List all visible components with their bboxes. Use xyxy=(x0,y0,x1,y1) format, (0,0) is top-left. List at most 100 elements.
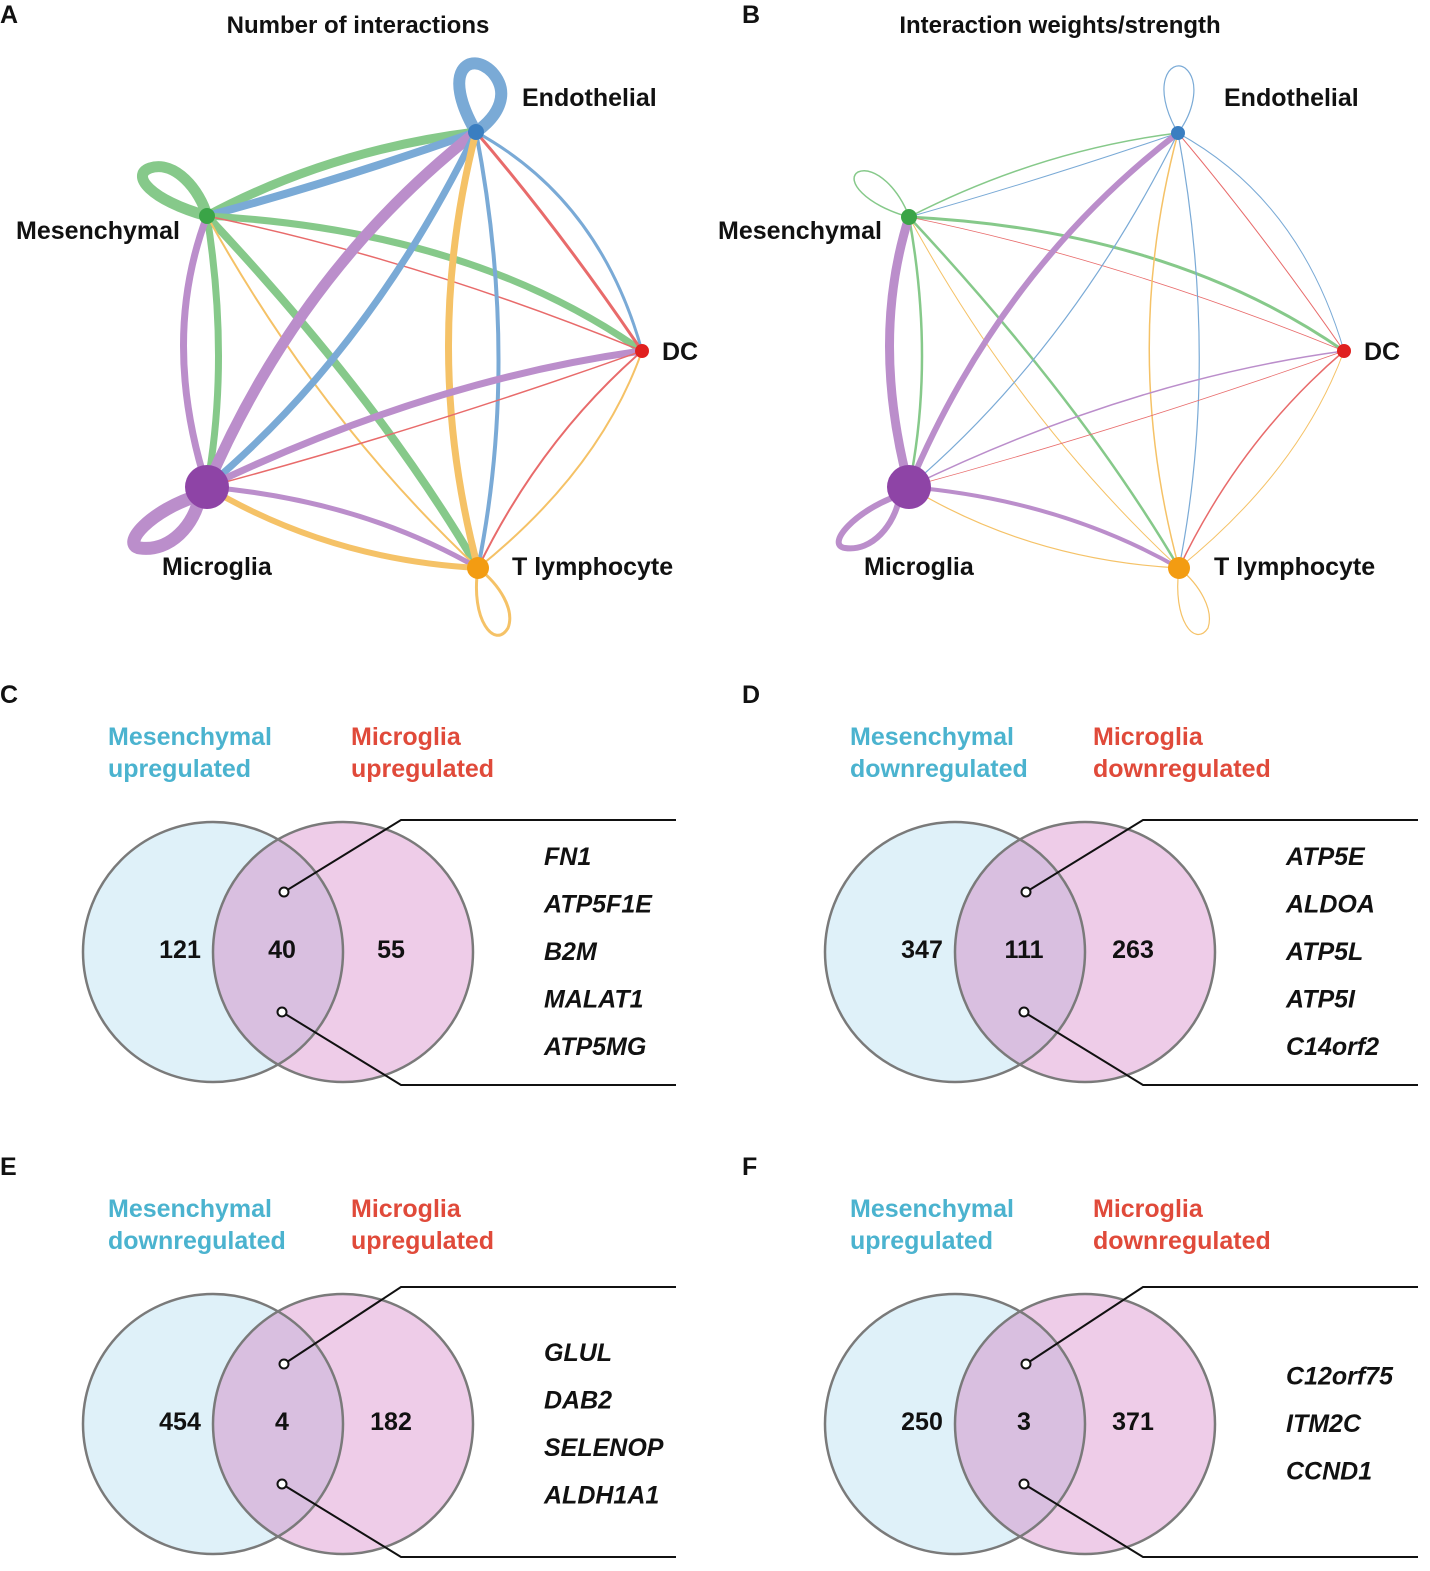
edge-mic-dc-purple xyxy=(203,347,646,491)
edge-dc-mes-red xyxy=(206,215,643,352)
gene-label: ITM2C xyxy=(1286,1410,1362,1438)
callout-line-top xyxy=(283,819,676,893)
network-panel-b: B Interaction weights/strength xyxy=(718,1,1400,635)
node-tlymphocyte-b xyxy=(1168,557,1190,579)
callout-line-top xyxy=(1025,819,1418,893)
callout-dot-bottom xyxy=(276,1006,288,1018)
edge-endo-dc-blue xyxy=(474,130,644,353)
gene-label: DAB2 xyxy=(544,1386,612,1414)
right-only-count: 371 xyxy=(1112,1408,1154,1436)
venn-right-outline xyxy=(953,820,1217,1084)
node-dc xyxy=(635,344,649,358)
node-label-endothelial-b: Endothelial xyxy=(1224,84,1359,112)
edge-dc-mic-red xyxy=(206,350,643,488)
panel-label-e: E xyxy=(0,1153,17,1181)
edge-mes-endo-green xyxy=(202,127,481,221)
left-set-label-line2: downregulated xyxy=(850,755,1028,783)
edge-mes-tly-green xyxy=(203,212,482,572)
panel-label-f: F xyxy=(742,1153,757,1181)
edge-dc-endo-red xyxy=(474,130,644,353)
edge-endo-tly-blue xyxy=(474,130,501,570)
callout-dot-top xyxy=(278,886,290,898)
edge-mes-tly-orange-b xyxy=(908,216,1180,569)
venn-left-outline xyxy=(823,1292,1087,1556)
edge-mic-endo-purple xyxy=(201,126,482,493)
panel-label-a: A xyxy=(0,1,18,29)
edge-self-microglia-b xyxy=(835,492,903,552)
callout-dot-top xyxy=(1020,1358,1032,1370)
right-only-count: 182 xyxy=(370,1408,412,1436)
edge-mes-dc-green-b xyxy=(907,215,1346,353)
venn-left-outline xyxy=(81,1292,345,1556)
gene-label: B2M xyxy=(544,938,598,966)
callout-bracket xyxy=(281,1286,676,1558)
edge-mic-tly-purple-b xyxy=(907,485,1181,570)
edge-self-tlymphocyte xyxy=(475,566,512,637)
node-mesenchymal xyxy=(199,208,215,224)
callout-dot-top xyxy=(278,1358,290,1370)
edge-tly-endo-orange-b xyxy=(1148,132,1180,569)
edge-mes-dc-green xyxy=(203,212,646,355)
edge-self-endothelial-b xyxy=(1163,65,1195,134)
edge-mic-mes-purple xyxy=(180,212,211,491)
right-set-label-line2: downregulated xyxy=(1093,755,1271,783)
node-label-mesenchymal: Mesenchymal xyxy=(16,217,180,245)
edge-dc-endo-red-b xyxy=(1177,132,1345,352)
network-edges-a xyxy=(127,57,646,637)
right-set-label-line2: downregulated xyxy=(1093,1227,1271,1255)
venn-right-outline xyxy=(211,1292,475,1556)
gene-label: ATP5E xyxy=(1285,843,1366,871)
node-label-mesenchymal-b: Mesenchymal xyxy=(718,217,882,245)
edge-endo-mes-blue-b xyxy=(908,132,1179,218)
gene-label: FN1 xyxy=(544,843,591,871)
edge-endo-dc-blue-b xyxy=(1177,132,1345,352)
node-label-dc-b: DC xyxy=(1364,338,1400,366)
left-set-label-line1: Mesenchymal xyxy=(108,1195,272,1223)
node-microglia xyxy=(185,465,229,509)
node-endothelial-b xyxy=(1171,126,1185,140)
venn-overlap-region xyxy=(213,1294,343,1554)
right-set-label-line1: Microglia xyxy=(1093,723,1204,751)
left-only-count: 347 xyxy=(901,936,943,964)
gene-label: ATP5L xyxy=(1285,938,1363,966)
network-title-b: Interaction weights/strength xyxy=(899,12,1220,39)
callout-bracket xyxy=(1023,819,1418,1086)
gene-label: C12orf75 xyxy=(1286,1363,1394,1391)
left-set-label-line1: Mesenchymal xyxy=(850,1195,1014,1223)
left-set-label-line2: upregulated xyxy=(108,755,251,783)
edge-endo-mic-blue xyxy=(203,128,480,491)
gene-label: C14orf2 xyxy=(1286,1033,1379,1061)
left-only-count: 250 xyxy=(901,1408,943,1436)
callout-line-top xyxy=(1025,1286,1418,1365)
callout-line-bottom xyxy=(1023,1483,1418,1558)
edge-dc-tly-red-b xyxy=(1178,350,1345,569)
panel-label-b: B xyxy=(742,1,760,29)
edge-dc-mic-red-b xyxy=(908,350,1345,488)
network-nodes-a xyxy=(185,124,649,579)
panel-label-c: C xyxy=(0,681,18,709)
callout-line-bottom xyxy=(281,1483,676,1558)
venn-right-outline xyxy=(953,1292,1217,1556)
overlap-count: 4 xyxy=(275,1408,289,1436)
callout-dot-bottom xyxy=(276,1478,288,1490)
gene-label: CCND1 xyxy=(1286,1458,1372,1486)
gene-label: GLUL xyxy=(544,1339,612,1367)
gene-label: ATP5I xyxy=(1285,986,1356,1014)
gene-label: ALDOA xyxy=(1285,891,1375,919)
gene-label: SELENOP xyxy=(544,1434,664,1462)
edge-dc-tly-red xyxy=(477,350,643,569)
node-label-dc: DC xyxy=(662,338,698,366)
edge-endo-tly-blue-b xyxy=(1177,132,1200,569)
callout-bracket xyxy=(1023,1286,1418,1558)
left-set-label-line2: upregulated xyxy=(850,1227,993,1255)
right-set-label-line2: upregulated xyxy=(351,755,494,783)
node-dc-b xyxy=(1337,344,1351,358)
edge-dc-mes-red-b xyxy=(908,216,1345,352)
edge-tly-endo-orange xyxy=(445,128,482,572)
network-panel-a: A Number of interactions xyxy=(0,1,698,637)
